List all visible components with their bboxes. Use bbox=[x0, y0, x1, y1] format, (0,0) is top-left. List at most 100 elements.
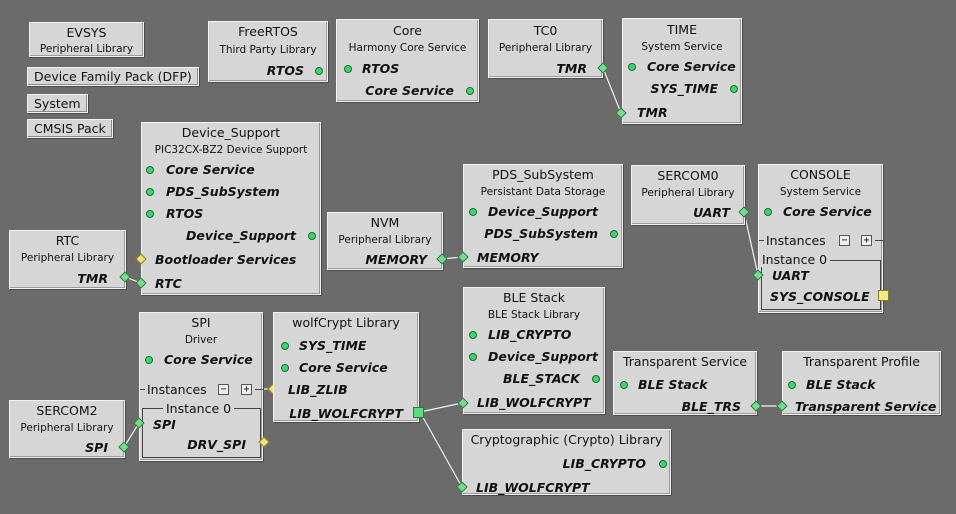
port-connector-icon[interactable] bbox=[788, 381, 796, 389]
port-pds-subsystem: PDS_SubSystem bbox=[166, 184, 280, 199]
component-subtitle: System Service bbox=[779, 186, 862, 198]
device-family-pack-button[interactable]: Device Family Pack (DFP) bbox=[27, 67, 199, 86]
component-subtitle: Peripheral Library bbox=[39, 43, 134, 55]
port-connector-icon[interactable] bbox=[146, 210, 154, 218]
port-connector-icon[interactable] bbox=[730, 85, 738, 93]
component-device-support[interactable]: Device_Support PIC32CX-BZ2 Device Suppor… bbox=[141, 122, 321, 295]
port-lib-wolfcrypt: LIB_WOLFCRYPT bbox=[477, 395, 591, 410]
add-instance-button[interactable]: + bbox=[861, 235, 872, 246]
component-sercom0[interactable]: SERCOM0 Peripheral Library UART bbox=[631, 165, 745, 225]
component-title: CONSOLE bbox=[790, 167, 851, 182]
wolfcrypt-connector-icon[interactable] bbox=[413, 407, 424, 418]
cmsis-pack-button[interactable]: CMSIS Pack bbox=[27, 119, 113, 138]
port-sys-time: SYS_TIME bbox=[299, 338, 367, 353]
port-core-service: Core Service bbox=[647, 59, 736, 74]
component-console[interactable]: CONSOLE System Service Core Service Inst… bbox=[758, 164, 883, 313]
component-title: RTC bbox=[55, 233, 80, 248]
port-rtos: RTOS bbox=[266, 63, 304, 78]
component-spi[interactable]: SPI Driver Core Service Instances − + In… bbox=[139, 312, 263, 461]
port-connector-icon[interactable] bbox=[592, 375, 600, 383]
port-lib-wolfcrypt: LIB_WOLFCRYPT bbox=[476, 480, 590, 495]
component-tc0[interactable]: TC0 Peripheral Library TMR bbox=[488, 19, 603, 78]
port-connector-icon[interactable] bbox=[146, 166, 154, 174]
port-rtos: RTOS bbox=[362, 61, 400, 76]
port-transparent-service: Transparent Service bbox=[795, 399, 937, 414]
component-sercom2[interactable]: SERCOM2 Peripheral Library SPI bbox=[9, 400, 125, 458]
component-wolfcrypt[interactable]: wolfCrypt Library SYS_TIME Core Service … bbox=[273, 312, 419, 422]
port-connector-icon[interactable] bbox=[281, 342, 289, 350]
port-connector-icon[interactable] bbox=[469, 208, 477, 216]
port-drv-spi: DRV_SPI bbox=[187, 437, 246, 452]
component-title: Cryptographic (Crypto) Library bbox=[470, 432, 663, 447]
component-evsys[interactable]: EVSYS Peripheral Library bbox=[29, 22, 144, 57]
port-core-service: Core Service bbox=[164, 352, 253, 367]
port-connector-icon[interactable] bbox=[344, 65, 352, 73]
system-button[interactable]: System bbox=[27, 94, 88, 113]
port-core-service: Core Service bbox=[365, 83, 454, 98]
port-connector-icon[interactable] bbox=[315, 67, 323, 75]
port-uart: UART bbox=[772, 268, 809, 283]
sys-console-connector-icon[interactable] bbox=[878, 290, 889, 301]
component-freertos[interactable]: FreeRTOS Third Party Library RTOS bbox=[208, 21, 328, 82]
component-subtitle: Persistant Data Storage bbox=[480, 186, 606, 198]
component-rtc[interactable]: RTC Peripheral Library TMR bbox=[9, 230, 126, 289]
port-spi: SPI bbox=[85, 440, 108, 455]
component-ble-stack[interactable]: BLE Stack BLE Stack Library LIB_CRYPTO D… bbox=[463, 287, 605, 414]
port-tmr: TMR bbox=[556, 61, 587, 76]
port-rtc: RTC bbox=[155, 276, 182, 291]
port-bootloader-services: Bootloader Services bbox=[155, 252, 297, 267]
port-lib-crypto: LIB_CRYPTO bbox=[488, 327, 572, 342]
instances-label: Instances bbox=[147, 382, 207, 397]
component-nvm[interactable]: NVM Peripheral Library MEMORY bbox=[327, 212, 443, 270]
component-title: SERCOM2 bbox=[36, 403, 98, 418]
port-core-service: Core Service bbox=[299, 360, 388, 375]
component-time[interactable]: TIME System Service Core Service SYS_TIM… bbox=[622, 18, 742, 124]
component-subtitle: BLE Stack Library bbox=[487, 309, 581, 321]
port-connector-icon[interactable] bbox=[466, 87, 474, 95]
component-transparent-profile[interactable]: Transparent Profile BLE Stack Transparen… bbox=[782, 351, 941, 415]
component-title: Device_Support bbox=[181, 125, 281, 140]
port-connector-icon[interactable] bbox=[764, 208, 772, 216]
port-connector-icon[interactable] bbox=[469, 353, 477, 361]
component-subtitle: Third Party Library bbox=[219, 44, 317, 56]
component-subtitle: Driver bbox=[184, 334, 218, 346]
component-core[interactable]: Core Harmony Core Service RTOS Core Serv… bbox=[336, 19, 479, 102]
port-connector-icon[interactable] bbox=[146, 188, 154, 196]
instance-title: Instance 0 bbox=[759, 252, 831, 267]
port-tmr: TMR bbox=[77, 271, 108, 286]
component-pds-subsystem[interactable]: PDS_SubSystem Persistant Data Storage De… bbox=[463, 164, 623, 268]
port-memory: MEMORY bbox=[477, 250, 539, 265]
component-subtitle: Peripheral Library bbox=[338, 234, 432, 246]
port-device-support: Device_Support bbox=[488, 349, 598, 364]
wire-tc0-time bbox=[602, 67, 622, 114]
port-sys-console: SYS_CONSOLE bbox=[770, 289, 870, 304]
component-title: SERCOM0 bbox=[657, 168, 719, 183]
port-connector-icon[interactable] bbox=[469, 331, 477, 339]
port-connector-icon[interactable] bbox=[610, 230, 618, 238]
remove-instance-button[interactable]: − bbox=[839, 235, 850, 246]
port-tmr: TMR bbox=[637, 105, 668, 120]
port-connector-icon[interactable] bbox=[620, 381, 628, 389]
port-lib-crypto: LIB_CRYPTO bbox=[562, 456, 646, 471]
port-ble-stack: BLE Stack bbox=[806, 377, 876, 392]
port-connector-icon[interactable] bbox=[628, 63, 636, 71]
port-pds-subsystem: PDS_SubSystem bbox=[484, 226, 598, 241]
port-sys-time: SYS_TIME bbox=[650, 81, 718, 96]
component-crypto[interactable]: Cryptographic (Crypto) Library LIB_CRYPT… bbox=[462, 429, 671, 495]
component-transparent-service[interactable]: Transparent Service BLE Stack BLE_TRS bbox=[613, 351, 757, 415]
port-lib-zlib: LIB_ZLIB bbox=[288, 382, 348, 397]
wire-wolfcrypt-crypto bbox=[419, 411, 463, 488]
component-title: FreeRTOS bbox=[238, 24, 298, 39]
port-connector-icon[interactable] bbox=[281, 364, 289, 372]
port-connector-icon[interactable] bbox=[659, 460, 667, 468]
port-connector-icon[interactable] bbox=[145, 356, 153, 364]
add-instance-button[interactable]: + bbox=[241, 384, 252, 395]
port-ble-stack: BLE_STACK bbox=[503, 371, 580, 386]
remove-instance-button[interactable]: − bbox=[218, 384, 229, 395]
component-title: Transparent Service bbox=[622, 354, 748, 369]
port-uart: UART bbox=[693, 205, 730, 220]
component-title: Core bbox=[393, 23, 422, 38]
port-connector-icon[interactable] bbox=[308, 232, 316, 240]
port-device-support: Device_Support bbox=[488, 204, 598, 219]
